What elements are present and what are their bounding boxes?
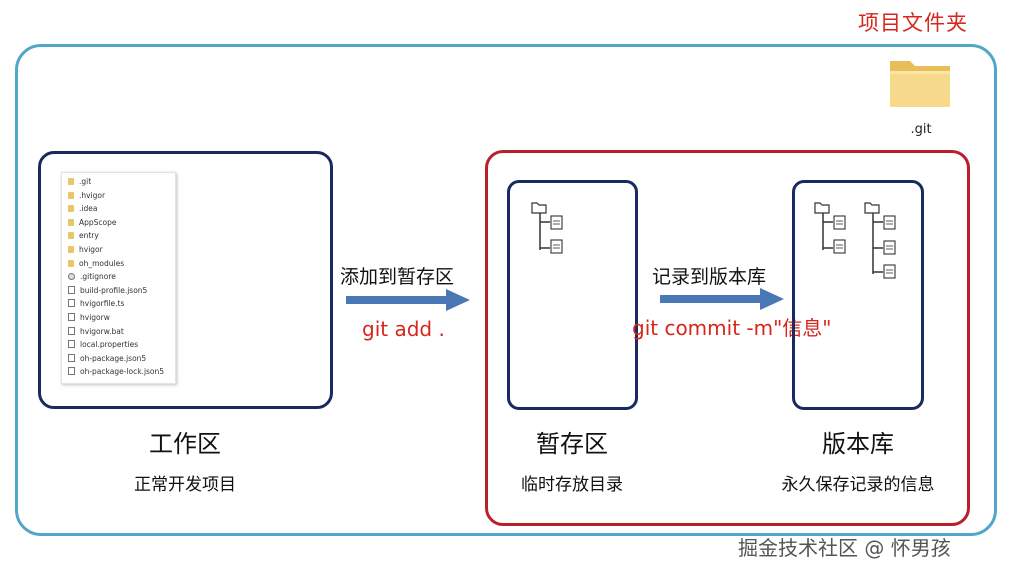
project-folder-title: 项目文件夹 <box>858 11 968 35</box>
repository-box <box>792 180 924 410</box>
gear-icon <box>68 273 75 281</box>
file-name: .idea <box>79 204 98 214</box>
file-name: oh-package.json5 <box>80 353 147 363</box>
file-list-item: hvigorw <box>68 311 110 324</box>
work-area-box <box>38 151 333 409</box>
commit-step-label: 记录到版本库 <box>652 266 767 288</box>
file-list-item: build-profile.json5 <box>68 284 147 297</box>
git-commit-command: git commit -m"信息" <box>632 316 832 340</box>
file-name: AppScope <box>79 217 117 227</box>
file-name: oh-package-lock.json5 <box>80 367 165 377</box>
file-list-item: oh-package.json5 <box>68 352 146 365</box>
staging-area-box <box>507 180 638 410</box>
file-list-item: .git <box>68 175 91 188</box>
file-list-item: hvigor <box>68 243 103 256</box>
file-name: oh_modules <box>79 258 125 268</box>
file-list-item: hvigorfile.ts <box>68 297 124 310</box>
folder-icon <box>68 205 74 213</box>
file-icon <box>68 353 75 362</box>
watermark: 掘金技术社区 @ 怀男孩 <box>738 536 951 560</box>
file-icon <box>68 326 75 335</box>
folder-icon <box>68 259 74 267</box>
repository-tree-icon-2 <box>864 202 896 279</box>
folder-icon <box>68 178 74 185</box>
file-list-item: oh_modules <box>68 257 124 270</box>
file-name: .gitignore <box>80 272 116 282</box>
file-name: hvigorw <box>80 313 110 322</box>
git-directory-region <box>485 150 970 526</box>
commit-arrow-icon <box>660 288 784 310</box>
work-area-title: 工作区 <box>149 430 221 458</box>
staging-area-title: 暂存区 <box>536 430 608 458</box>
staging-area-description: 临时存放目录 <box>521 475 623 495</box>
file-icon <box>68 285 75 294</box>
file-name: hvigor <box>79 245 103 254</box>
file-list-item: AppScope <box>68 216 117 229</box>
staging-tree-icon <box>531 202 563 254</box>
git-add-command: git add . <box>362 317 445 341</box>
file-list-item: hvigorw.bat <box>68 325 124 338</box>
file-name: hvigorfile.ts <box>80 299 125 309</box>
project-folder-container <box>15 44 997 536</box>
file-name: .git <box>79 177 92 186</box>
folder-icon <box>68 218 74 226</box>
file-name: .hvigor <box>79 190 106 200</box>
file-list-item: .hvigor <box>68 189 105 202</box>
file-icon <box>68 313 75 321</box>
file-list-item: .idea <box>68 202 97 215</box>
file-icon <box>68 367 75 376</box>
add-arrow-icon <box>346 289 470 311</box>
folder-icon <box>68 246 74 253</box>
file-list-item: .gitignore <box>68 270 116 283</box>
repository-tree-icon-1 <box>814 202 846 254</box>
folder-icon <box>68 191 74 199</box>
file-name: build-profile.json5 <box>80 285 148 295</box>
work-area-description: 正常开发项目 <box>134 475 236 495</box>
file-list-item: local.properties <box>68 338 138 351</box>
file-name: entry <box>79 231 99 241</box>
repository-title: 版本库 <box>822 430 894 458</box>
file-name: local.properties <box>80 340 139 350</box>
file-icon <box>68 299 75 308</box>
add-step-label: 添加到暂存区 <box>340 266 455 288</box>
git-folder-label: .git <box>910 122 932 137</box>
folder-icon <box>68 232 74 240</box>
file-list-item: oh-package-lock.json5 <box>68 365 164 378</box>
repository-description: 永久保存记录的信息 <box>781 475 935 495</box>
file-list-item: entry <box>68 229 99 242</box>
git-folder-icon <box>890 61 950 107</box>
file-icon <box>68 340 75 349</box>
file-name: hvigorw.bat <box>80 326 124 336</box>
